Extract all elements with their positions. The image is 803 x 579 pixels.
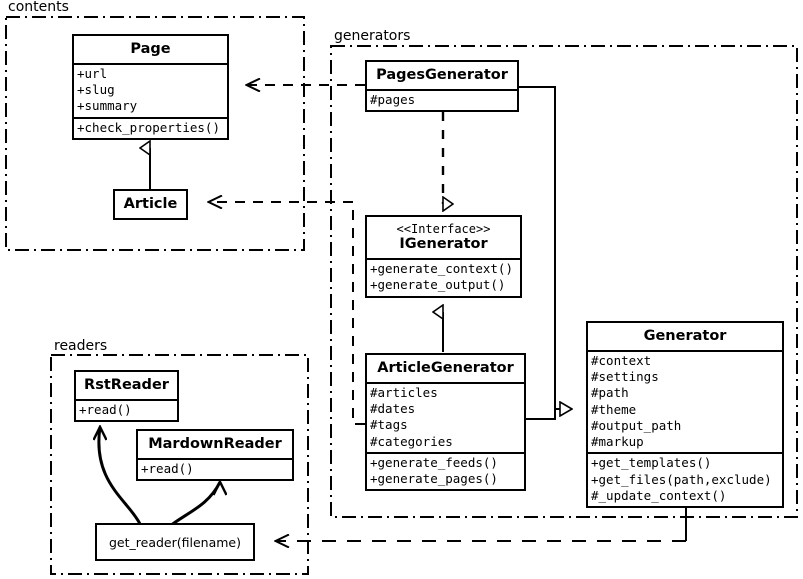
operation-row: +get_templates() — [591, 455, 712, 471]
attribute-row: #categories — [370, 433, 453, 449]
operation-row: #_update_context() — [591, 488, 727, 504]
attribute-row: #dates — [370, 400, 416, 416]
class-box-articlegenerator[interactable]: ArticleGenerator #articles #dates #tags … — [365, 353, 526, 492]
operation-row: +check_properties() — [77, 119, 220, 135]
class-name-rstreader: RstReader — [84, 377, 169, 393]
operation-row: +generate_output() — [370, 277, 506, 293]
operation-row: +generate_pages() — [370, 471, 498, 487]
operation-row: +generate_feeds() — [370, 454, 498, 470]
class-attributes-articlegenerator: #articles #dates #tags #categories — [367, 381, 524, 452]
function-label-get-reader: get_reader(filename) — [109, 534, 241, 550]
class-attributes-pagesgenerator: #pages — [367, 88, 517, 110]
class-box-rstreader[interactable]: RstReader +read() — [74, 370, 179, 422]
class-box-pagesgenerator[interactable]: PagesGenerator #pages — [365, 60, 519, 112]
class-attributes-page: +url +slug +summary — [74, 62, 227, 117]
function-box-get-reader[interactable]: get_reader(filename) — [95, 523, 255, 561]
attribute-row: #output_path — [591, 417, 682, 433]
package-frame-generators — [330, 45, 798, 518]
package-frame-contents — [5, 16, 305, 251]
class-operations-articlegenerator: +generate_feeds() +generate_pages() — [367, 451, 524, 490]
package-frame-readers — [50, 354, 309, 575]
attribute-row: +url — [77, 65, 108, 81]
class-box-igenerator[interactable]: <<Interface>> IGenerator +generate_conte… — [365, 215, 522, 298]
attribute-row: #theme — [591, 401, 637, 417]
class-name-mardownreader: MardownReader — [148, 436, 282, 452]
operation-row: +generate_context() — [370, 261, 513, 277]
class-name-articlegenerator: ArticleGenerator — [377, 360, 514, 376]
class-name-article: Article — [123, 196, 178, 212]
operation-row: +get_files(path,exclude) — [591, 471, 772, 487]
class-box-page[interactable]: Page +url +slug +summary +check_properti… — [72, 34, 229, 140]
class-operations-generator: +get_templates() +get_files(path,exclude… — [588, 452, 782, 506]
class-stereotype-igenerator: <<Interface>> — [396, 222, 491, 236]
class-operations-igenerator: +generate_context() +generate_output() — [367, 258, 520, 296]
class-box-generator[interactable]: Generator #context #settings #path #them… — [586, 321, 784, 509]
class-name-igenerator: <<Interface>> IGenerator — [367, 217, 520, 258]
attribute-row: #articles — [370, 384, 438, 400]
attribute-row: #tags — [370, 417, 408, 433]
class-name-pagesgenerator: PagesGenerator — [376, 67, 508, 83]
package-label-generators: generators — [332, 28, 413, 44]
class-operations-mardownreader: +read() — [138, 457, 292, 479]
relation-generator-depends-get-reader — [275, 505, 687, 541]
package-label-contents: contents — [6, 0, 71, 15]
class-box-article[interactable]: Article — [113, 189, 188, 220]
class-name-generator: Generator — [643, 328, 727, 344]
attribute-row: #markup — [591, 434, 644, 450]
package-label-readers: readers — [52, 338, 110, 354]
class-operations-rstreader: +read() — [76, 398, 177, 420]
class-name-text-igenerator: IGenerator — [399, 236, 488, 253]
relation-get-reader-uses-mardownreader — [169, 482, 220, 528]
class-operations-page: +check_properties() — [74, 116, 227, 138]
relation-articlegenerator-generalizes-generator — [526, 409, 572, 420]
operation-row: +read() — [79, 401, 132, 417]
class-box-mardownreader[interactable]: MardownReader +read() — [136, 429, 294, 481]
class-attributes-generator: #context #settings #path #theme #output_… — [588, 349, 782, 453]
attribute-row: #pages — [370, 91, 416, 107]
attribute-row: #settings — [591, 368, 659, 384]
relation-articlegenerator-depends-article — [208, 202, 365, 425]
attribute-row: +slug — [77, 81, 115, 97]
relation-pagesgenerator-generalizes-generator — [519, 86, 556, 409]
operation-row: +read() — [141, 460, 194, 476]
attribute-row: #path — [591, 385, 629, 401]
class-name-page: Page — [130, 41, 171, 57]
relation-get-reader-uses-rstreader — [99, 427, 142, 525]
attribute-row: #context — [591, 352, 652, 368]
attribute-row: +summary — [77, 98, 138, 114]
